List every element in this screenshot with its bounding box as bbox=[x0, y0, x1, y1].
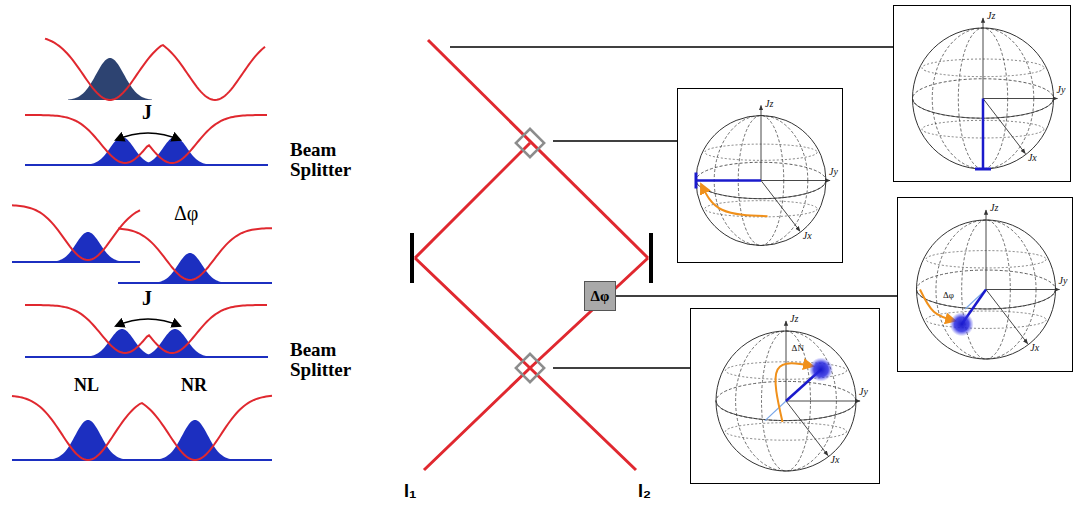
uncertainty-blob bbox=[950, 312, 974, 336]
axis bbox=[983, 99, 1025, 154]
bloch-sphere-panel: JzJyJx ΔN bbox=[690, 308, 880, 484]
leader-line bbox=[616, 295, 897, 297]
wavepacket bbox=[49, 420, 127, 460]
phase-label: Δφ bbox=[174, 203, 198, 224]
beam-splitter-symbol bbox=[516, 129, 544, 157]
axis-label: Jz bbox=[790, 314, 798, 324]
axis-label: Jx bbox=[1030, 343, 1039, 353]
axis-label: Jy bbox=[829, 167, 838, 177]
axis-label: Jz bbox=[987, 11, 995, 21]
bloch-sphere bbox=[691, 309, 878, 482]
potential-curve bbox=[118, 228, 272, 280]
axis bbox=[786, 401, 860, 402]
state-vector bbox=[982, 99, 985, 170]
state-spread bbox=[695, 173, 698, 189]
axis bbox=[761, 106, 762, 181]
rotation-arrow bbox=[701, 184, 767, 216]
rotation-arrow bbox=[920, 290, 955, 321]
latitude bbox=[926, 311, 1046, 328]
axis-label: Jx bbox=[803, 231, 812, 241]
coupling-label: J bbox=[142, 102, 152, 123]
beam bbox=[428, 40, 648, 258]
component-label: Beam Splitter bbox=[290, 140, 390, 180]
state-vector bbox=[696, 179, 761, 182]
axis-label: Jx bbox=[1028, 153, 1037, 163]
bloch-sphere bbox=[678, 89, 841, 261]
quantity-label: ΔN bbox=[792, 344, 804, 353]
axis-label: Jy bbox=[1059, 276, 1068, 286]
axis bbox=[986, 289, 1060, 290]
phase-label: Δφ bbox=[591, 289, 610, 304]
potential-curve bbox=[12, 205, 140, 260]
bloch-sphere-panel: JzJyJx bbox=[893, 5, 1071, 182]
wavepacket bbox=[139, 137, 211, 165]
output-port-label: I₁ bbox=[404, 482, 416, 501]
population-label: NL bbox=[74, 376, 99, 395]
bloch-sphere-panel: JzJyJx bbox=[677, 88, 843, 263]
latitude bbox=[725, 423, 846, 441]
phase-shifter-box: Δφ bbox=[584, 281, 616, 311]
potential-curve bbox=[25, 305, 267, 353]
leader-line bbox=[450, 46, 894, 48]
state-spread bbox=[975, 168, 991, 171]
mirror bbox=[649, 233, 653, 283]
beam bbox=[424, 258, 648, 470]
wavepacket bbox=[86, 137, 158, 165]
component-label: Beam Splitter bbox=[290, 340, 390, 380]
wavepacket bbox=[68, 58, 152, 100]
axis-label: Jy bbox=[1057, 85, 1066, 95]
bloch-sphere-panel: JzJyJx Δφ bbox=[897, 197, 1073, 372]
potential-wells bbox=[12, 39, 272, 460]
bloch-sphere bbox=[894, 6, 1069, 180]
axis-label: Jz bbox=[765, 99, 773, 109]
axis-label: Jx bbox=[831, 455, 840, 465]
axis bbox=[786, 321, 787, 401]
uncertainty-blob bbox=[809, 358, 833, 382]
beam-splitter-symbol bbox=[516, 354, 544, 382]
leader-line bbox=[553, 367, 691, 369]
tunneling-arrow bbox=[116, 133, 180, 140]
tunneling-arrow bbox=[116, 319, 180, 326]
mirror bbox=[410, 233, 414, 283]
reference-vector bbox=[765, 401, 786, 421]
coupling-label: J bbox=[142, 288, 152, 309]
axis bbox=[761, 180, 830, 181]
population-label: NR bbox=[181, 376, 207, 395]
laser-beams bbox=[415, 40, 648, 470]
potential-curve bbox=[12, 396, 272, 460]
beam bbox=[415, 143, 530, 258]
leader-line bbox=[553, 140, 678, 142]
axis bbox=[761, 181, 800, 232]
bloch-sphere bbox=[898, 198, 1071, 370]
quantity-label: Δφ bbox=[943, 291, 954, 300]
axis bbox=[983, 18, 984, 99]
axis-label: Jy bbox=[859, 387, 868, 397]
axis-label: Jz bbox=[990, 203, 998, 213]
beam bbox=[415, 258, 636, 470]
output-port-label: I₂ bbox=[638, 482, 651, 501]
potential-curve bbox=[45, 39, 265, 100]
axis bbox=[986, 290, 1028, 344]
axis bbox=[786, 401, 828, 456]
axis bbox=[983, 98, 1058, 99]
axis bbox=[986, 210, 987, 290]
wavepacket bbox=[156, 420, 234, 460]
